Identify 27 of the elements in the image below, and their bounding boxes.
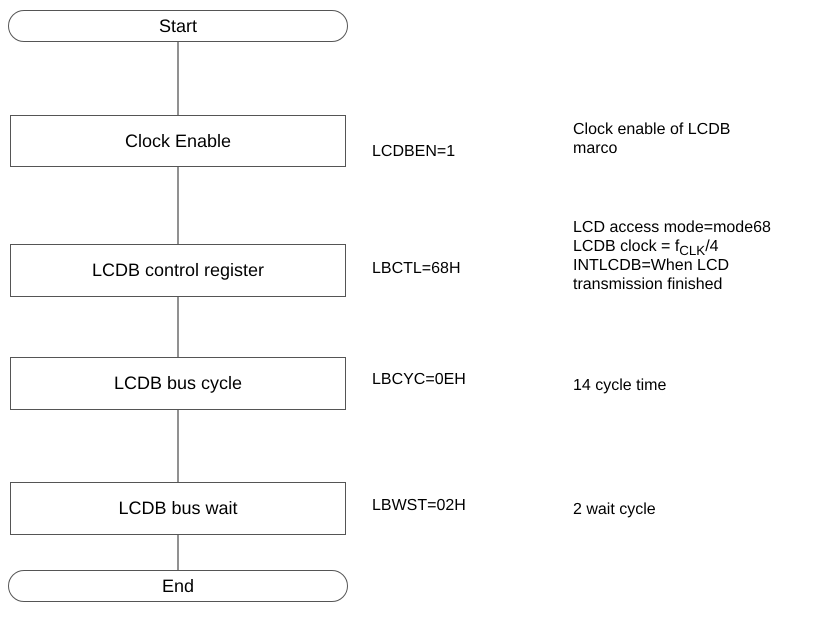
step-label: LCDB bus cycle — [114, 373, 242, 394]
register-setting: LCDBEN=1 — [372, 142, 456, 161]
step-label: LCDB control register — [92, 260, 264, 281]
step-label: LCDB bus wait — [118, 498, 238, 519]
process-box — [10, 115, 346, 167]
step-label: Start — [158, 16, 197, 36]
connector-line — [177, 535, 179, 570]
terminal-shape — [8, 570, 348, 602]
process-box — [10, 482, 346, 535]
step-label: End — [162, 576, 194, 596]
note-text: 2 wait cycle — [573, 500, 656, 519]
step-label: Clock Enable — [124, 130, 232, 152]
note-text: INTLCDB=When LCD transmission finished — [573, 256, 730, 294]
note-text: 14 cycle time — [573, 376, 666, 395]
connector-line — [177, 42, 179, 115]
connector-line — [177, 297, 179, 357]
register-setting: LBWST=02H — [372, 496, 466, 515]
note-text: LCDB clock = f$_{CLK}$/4 — [573, 237, 719, 258]
terminal-shape — [8, 10, 348, 42]
register-setting: LBCTL=68H — [372, 259, 460, 278]
connector-line — [177, 410, 179, 482]
note-text: Clock enable of LCDB marco — [573, 120, 732, 158]
process-box — [10, 244, 346, 297]
note-text: LCD access mode=mode68 — [573, 218, 771, 237]
register-setting: LBCYC=0EH — [372, 370, 466, 389]
process-box — [10, 357, 346, 410]
connector-line — [177, 167, 179, 244]
